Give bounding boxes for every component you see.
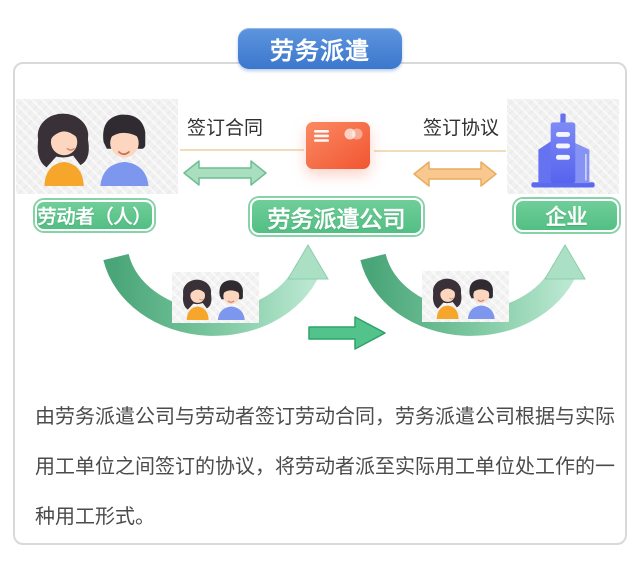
straight-arrow-icon bbox=[307, 314, 387, 352]
entity-label-workers: 劳动者（人） bbox=[35, 200, 154, 231]
workers-illustration-box bbox=[16, 99, 178, 194]
entity-label-enterprise: 企业 bbox=[514, 199, 619, 232]
bank-card-icon bbox=[306, 122, 370, 169]
description-line-1: 由劳务派遣公司与劳动者签订劳动合同，劳务派遣公司根据与实际 bbox=[35, 406, 615, 428]
double-arrow-green-icon bbox=[182, 158, 268, 188]
curve-arrow-right-icon bbox=[357, 243, 589, 355]
building-icon bbox=[531, 113, 595, 187]
agency-card-wrap bbox=[305, 118, 371, 172]
page-title-text: 劳务派遣 bbox=[270, 38, 370, 65]
people-illustration-icon bbox=[181, 278, 245, 320]
people-illustration-icon bbox=[36, 112, 150, 186]
entity-label-workers-text: 劳动者（人） bbox=[37, 207, 152, 228]
description-paragraph: 由劳务派遣公司与劳动者签订劳动合同，劳务派遣公司根据与实际 用工单位之间签订的协… bbox=[35, 392, 621, 542]
entity-label-agency: 劳务派遣公司 bbox=[250, 198, 423, 235]
mini-people-box-2 bbox=[422, 271, 509, 322]
entity-label-enterprise-text: 企业 bbox=[545, 205, 588, 229]
divider-line-left bbox=[180, 149, 304, 151]
entity-label-agency-text: 劳务派遣公司 bbox=[267, 205, 406, 232]
relation-label-agreement: 签订协议 bbox=[422, 118, 499, 139]
people-illustration-icon bbox=[431, 277, 495, 319]
divider-line-right bbox=[374, 150, 506, 152]
double-arrow-orange-icon bbox=[412, 159, 498, 189]
description-line-2: 用工单位之间签订的协议，将劳动者派至实际用工单位处工作的一 bbox=[35, 456, 615, 478]
description-line-3: 种用工形式。 bbox=[35, 506, 155, 528]
relation-label-contract: 签订合同 bbox=[186, 118, 263, 139]
enterprise-illustration-box bbox=[507, 99, 619, 194]
page-title: 劳务派遣 bbox=[238, 28, 402, 69]
mini-people-box-1 bbox=[172, 272, 259, 323]
